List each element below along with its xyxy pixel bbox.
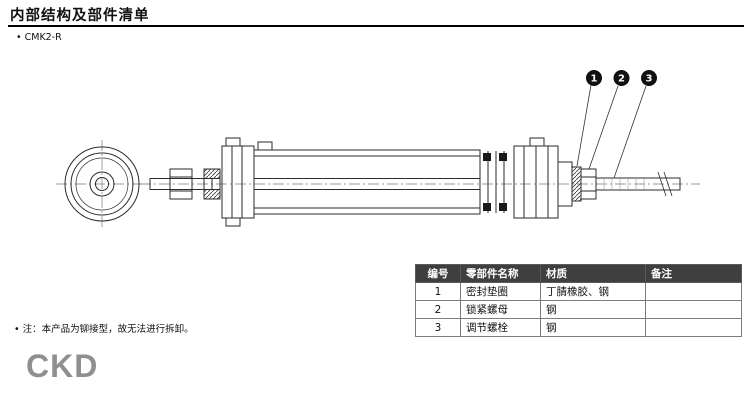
model-label: • CMK2-R bbox=[16, 32, 62, 43]
page-title: 内部结构及部件清单 bbox=[10, 8, 150, 24]
cell-material: 丁腈橡胶、钢 bbox=[540, 282, 646, 301]
callout-3: 3 bbox=[641, 70, 657, 86]
cell-part-name: 调节螺栓 bbox=[460, 318, 541, 337]
cell-part-name: 锁紧螺母 bbox=[460, 300, 541, 319]
cell-no: 2 bbox=[415, 300, 461, 319]
header-remark: 备注 bbox=[645, 264, 742, 283]
ckd-logo: CKD bbox=[26, 348, 99, 384]
callout-2-label: 2 bbox=[618, 74, 625, 85]
cell-remark bbox=[645, 300, 742, 319]
callout-1: 1 bbox=[586, 70, 602, 86]
cell-no: 3 bbox=[415, 318, 461, 337]
header-material: 材质 bbox=[540, 264, 646, 283]
end-view bbox=[64, 146, 140, 222]
title-rule bbox=[8, 25, 744, 27]
centerlines bbox=[56, 140, 700, 230]
callout-1-label: 1 bbox=[591, 74, 598, 85]
callout-3-label: 3 bbox=[646, 74, 653, 85]
header-part-name: 零部件名称 bbox=[460, 264, 541, 283]
callouts: 1 2 3 bbox=[576, 70, 657, 179]
table-header-row: 编号 零部件名称 材质 备注 bbox=[415, 264, 742, 283]
cell-material: 钢 bbox=[540, 318, 646, 337]
cell-remark bbox=[645, 282, 742, 301]
table-row: 3 调节螺栓 钢 bbox=[415, 318, 742, 337]
footnote: • 注：本产品为铆接型，故无法进行拆卸。 bbox=[14, 324, 194, 335]
table-row: 1 密封垫圈 丁腈橡胶、钢 bbox=[415, 282, 742, 301]
cell-part-name: 密封垫圈 bbox=[460, 282, 541, 301]
table-row: 2 锁紧螺母 钢 bbox=[415, 300, 742, 319]
callout-2: 2 bbox=[613, 70, 630, 86]
cell-material: 钢 bbox=[540, 300, 646, 319]
side-view bbox=[149, 137, 681, 227]
header-no: 编号 bbox=[415, 264, 461, 283]
parts-table-wrap: 编号 零部件名称 材质 备注 1 密封垫圈 丁腈橡胶、钢 2 锁紧螺母 钢 bbox=[415, 264, 742, 337]
parts-table: 编号 零部件名称 材质 备注 1 密封垫圈 丁腈橡胶、钢 2 锁紧螺母 钢 bbox=[415, 264, 742, 337]
cell-no: 1 bbox=[415, 282, 461, 301]
cell-remark bbox=[645, 318, 742, 337]
